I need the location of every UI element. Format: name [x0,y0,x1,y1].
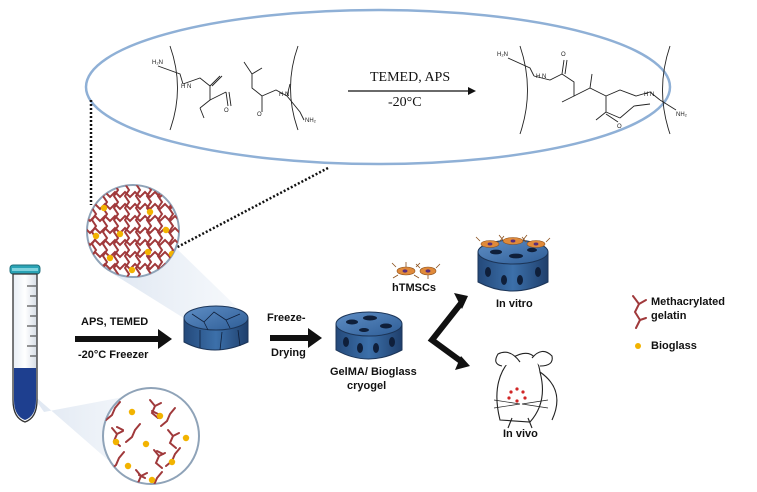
network-crosslink [123,185,131,277]
product-structure [507,45,677,135]
step2-label-line2: Drying [271,347,306,359]
atom-n-left2: N [285,92,290,98]
gelatin-chain [138,471,163,484]
mouse-illustration [493,350,558,429]
bioglass-particle [106,254,114,262]
gel-disc [183,305,249,351]
in-vitro-label: In vitro [496,298,533,310]
zoom-line-right [167,166,329,254]
atom-nh2-left: NH₂ [305,118,316,124]
atom-o-right2: O [617,124,622,130]
network-strand [87,238,179,247]
bioglass-particle [144,248,152,256]
legend-gelatin-line2: gelatin [651,310,687,322]
bioglass-particle [142,440,150,448]
gelatin-chain [103,401,121,421]
step1-label-top: APS, TEMED [81,316,149,328]
atom-n-right2: N [650,92,655,98]
atom-nh2-right: NH₂ [676,112,687,118]
bioglass-particle [182,434,190,442]
gelatin-chain [149,399,162,419]
reaction-conditions-top: TEMED, APS [370,70,451,85]
network-strand [87,214,179,223]
gelatin-legend-icon [632,295,647,329]
atom-n-left: N [187,84,192,90]
atom-h2n-left: H₂N [152,60,163,66]
step2-label-line1: Freeze- [267,312,306,324]
in-vivo-label: In vivo [503,428,538,440]
gelatin-chain [116,423,141,443]
bioglass-particle [124,462,132,470]
bioglass-particle [168,458,176,466]
bioglass-particle [92,232,100,240]
network-strand [87,226,179,235]
branch-arrows [427,293,470,370]
step1-label-bottom: -20°C Freezer [78,349,149,361]
bioglass-particle [146,208,154,216]
atom-n-right: N [542,74,547,80]
gelatin-chain [167,429,180,449]
bioglass-particle [128,266,136,274]
cells-label: hTMSCs [392,282,436,294]
gelatin-chain [151,407,176,427]
atom-o-left2: O [257,112,262,118]
in-vitro-scaffold [475,234,551,292]
network-crosslink [134,185,142,277]
bioglass-particle [156,412,164,420]
gelatin-chain [156,447,181,467]
cryogel-scaffold [335,311,403,360]
falcon-tube [9,264,41,423]
reaction-arrow [348,87,476,95]
implant-dots [507,387,527,403]
atom-h-left: H [181,84,186,90]
atom-h2n-right: H₂N [497,52,508,58]
reaction-ellipse [84,8,672,166]
bioglass-legend-icon [635,343,641,349]
atom-o-left1: O [224,108,229,114]
bioglass-particle [100,204,108,212]
step1-arrow [75,329,172,349]
bioglass-particle [128,408,136,416]
reaction-conditions-bottom: -20°C [388,95,422,110]
atom-h-right: H [536,74,541,80]
network-crosslink [112,185,120,277]
legend-bioglass: Bioglass [651,340,697,352]
atom-h-left2: H [279,92,284,98]
htmsc-cells [391,262,441,279]
step2-arrow [270,328,322,348]
atom-h-right2: H [644,92,649,98]
legend-gelatin-line1: Methacrylated [651,296,725,308]
chains-zoom-circle [102,387,200,485]
cryogel-label-line1: GelMA/ Bioglass [330,366,417,378]
bioglass-particle [116,230,124,238]
bioglass-particle [162,226,170,234]
bioglass-particle [148,476,156,484]
monomer-structure [157,45,305,131]
cryogel-label-line2: cryogel [347,380,387,392]
atom-o-right1: O [561,52,566,58]
bioglass-particle [112,438,120,446]
